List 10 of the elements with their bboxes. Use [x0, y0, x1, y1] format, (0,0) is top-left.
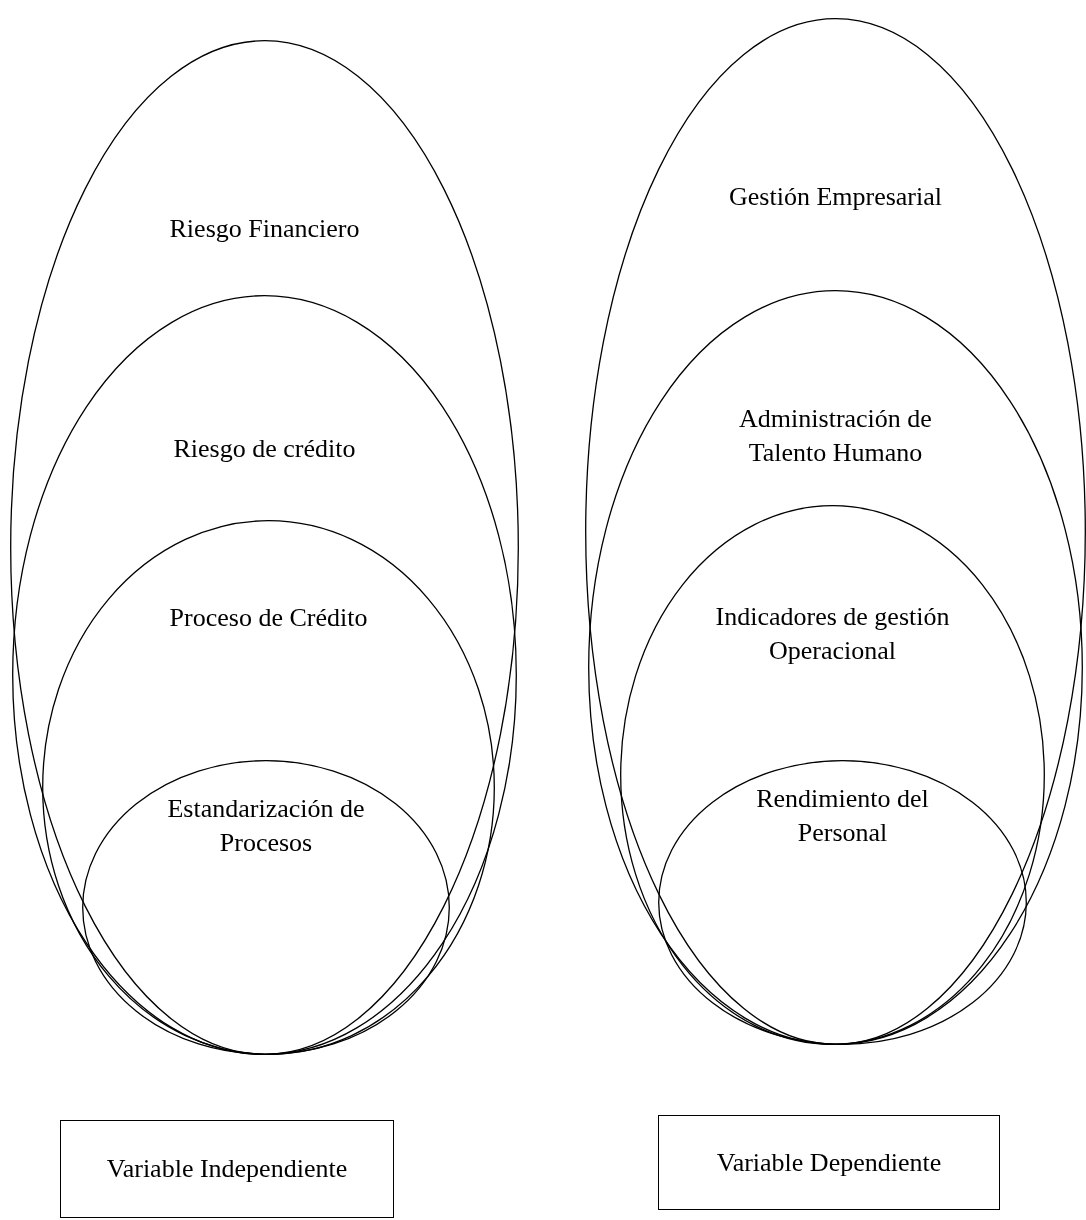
concept-label: Riesgo de crédito — [172, 433, 357, 465]
variable-box: Variable Dependiente — [658, 1115, 1000, 1210]
concept-label: Indicadores de gestión Operacional — [714, 601, 951, 667]
concept-label: Proceso de Crédito — [168, 602, 369, 634]
concept-label: Riesgo Financiero — [168, 213, 361, 245]
variable-box: Variable Independiente — [60, 1120, 394, 1218]
concept-label: Gestión Empresarial — [728, 181, 943, 213]
concept-label: Rendimiento del Personal — [755, 783, 930, 849]
concept-label: Administración de Talento Humano — [738, 403, 933, 469]
concept-label: Estandarización de Procesos — [166, 793, 366, 859]
